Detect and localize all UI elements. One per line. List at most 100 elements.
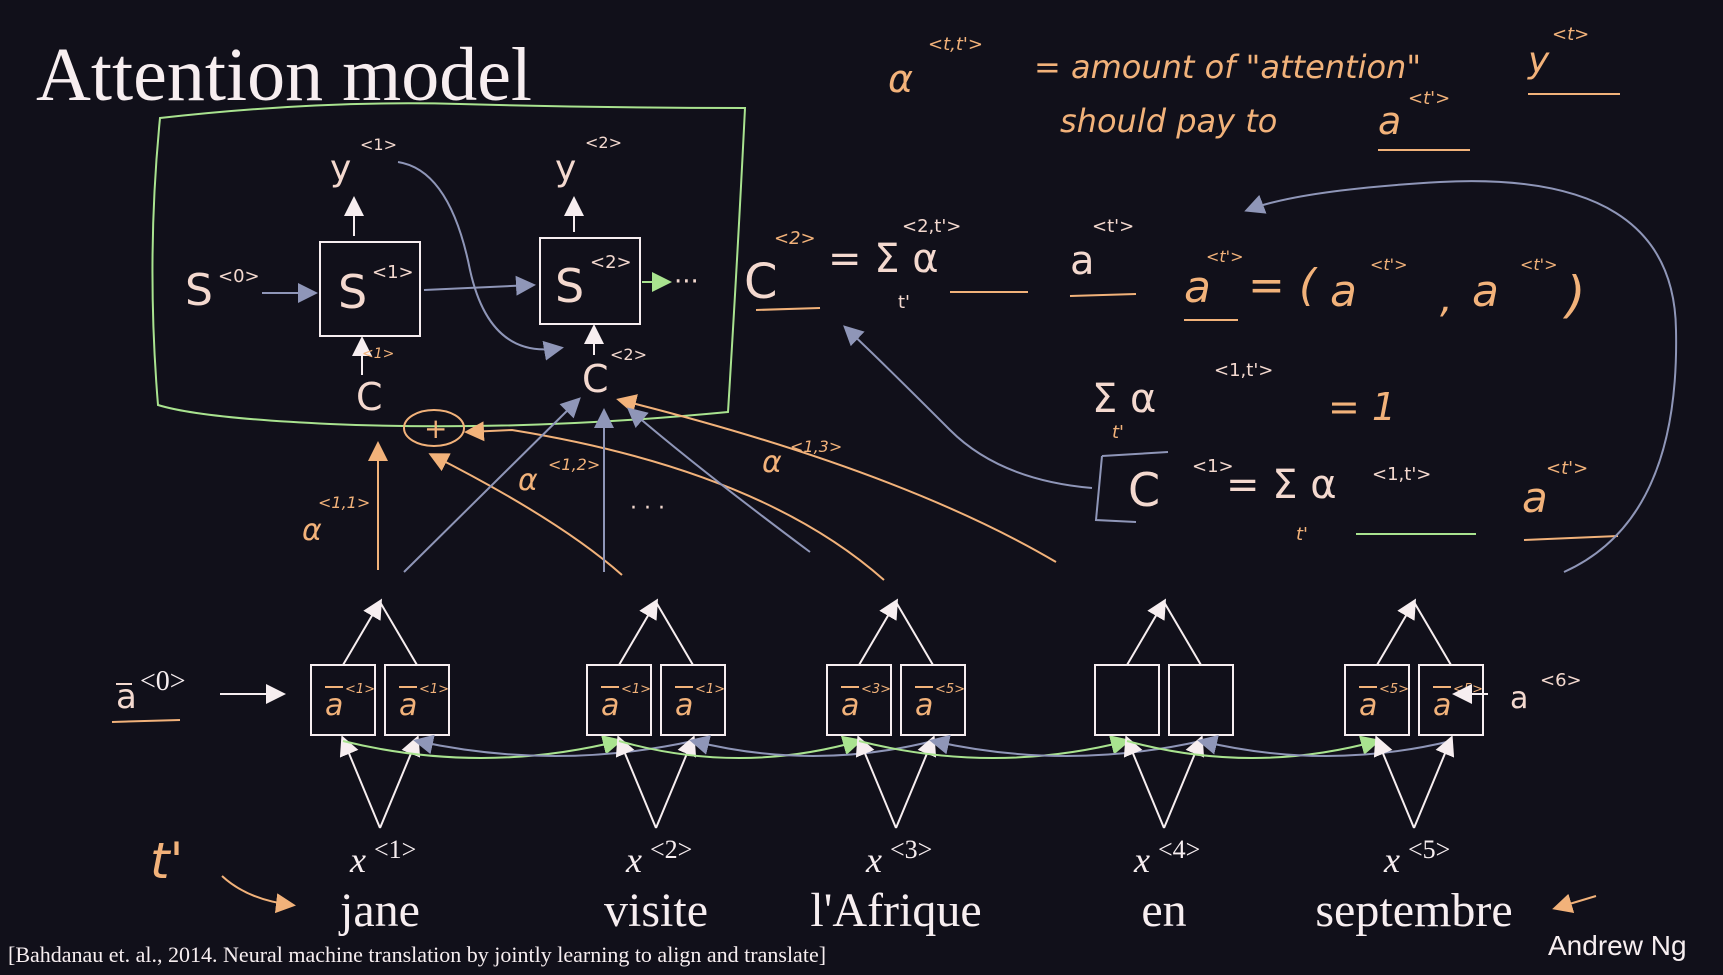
svg-text:t': t' (898, 292, 910, 313)
input-x-sup-5: <5> (1408, 835, 1450, 864)
c2-equation: C <2> = Σ α <2,t'> t' a <t'> (744, 216, 1137, 313)
mid-dots: · · · (630, 496, 665, 521)
svg-text:<t'>: <t'> (1206, 247, 1243, 266)
input-x-sup-2: <2> (650, 835, 692, 864)
decoder-cell-s1 (319, 241, 421, 337)
alpha13-sup: <1,3> (790, 437, 842, 456)
cell-fwd-sup-5: <5> (1379, 682, 1409, 697)
a0-label: a (116, 677, 137, 717)
alpha12-label: α (518, 463, 538, 498)
sum-to-one-equation: Σ α <1,t'> t' = 1 (1092, 360, 1396, 443)
svg-text:= amount of "attention": = amount of "attention" (1034, 48, 1421, 86)
cell-bwd-sup-1: <1> (419, 682, 449, 697)
t-prime-arrow (221, 875, 296, 914)
forward-recurrence-2 (618, 735, 863, 759)
s2-label: S (555, 259, 584, 313)
cell-fwd-sup-1: <1> (345, 682, 375, 697)
input-x-sup-3: <3> (890, 835, 932, 864)
blue-arrow-3 (626, 407, 811, 553)
y2-sup: <2> (585, 133, 622, 152)
svg-text:t': t' (1112, 422, 1124, 443)
up-arrow-bwd-3 (895, 601, 934, 666)
up-arrow-fwd-4 (1126, 598, 1167, 666)
svg-text:<t'>: <t'> (1370, 255, 1407, 274)
cell-fwd-sup-3: <3> (861, 682, 891, 697)
in-arrow-bwd-5 (1413, 735, 1455, 829)
up-arrow-bwd-2 (655, 601, 694, 666)
cell-bwd-sup-2: <1> (695, 682, 725, 697)
cell-fwd-label-3: a (841, 688, 859, 723)
a6-label: a (1510, 681, 1528, 716)
svg-text:<t>: <t> (1552, 24, 1589, 45)
svg-text:<t'>: <t'> (1408, 88, 1450, 109)
backward-recurrence-4 (1197, 735, 1452, 757)
cell-fwd-label-1: a (325, 688, 343, 723)
y1-label: y (330, 148, 351, 189)
in-arrow-fwd-5 (1373, 735, 1415, 829)
svg-text:<2,t'>: <2,t'> (902, 216, 961, 237)
input-x-sup-4: <4> (1158, 835, 1200, 864)
forward-recurrence-1 (342, 735, 623, 759)
svg-text:<t,t'>: <t,t'> (928, 34, 983, 55)
svg-text:C: C (1128, 463, 1160, 517)
cell-bwd-label-2: a (675, 688, 693, 723)
blue-arrow-1 (403, 397, 581, 573)
forward-recurrence-3 (858, 735, 1131, 759)
svg-text:S: S (185, 265, 213, 316)
alpha11-label: α (302, 513, 322, 548)
loop-arrow (1244, 180, 1678, 573)
cell-fwd-label-2: a (601, 688, 619, 723)
input-x-1: x (349, 840, 366, 880)
in-arrow-fwd-4 (1123, 735, 1165, 829)
input-word-1: jane (338, 884, 420, 937)
svg-text:<2>: <2> (774, 228, 816, 249)
svg-text:<1,t'>: <1,t'> (1372, 464, 1431, 485)
alpha-1-2-arrow (428, 453, 623, 576)
encoder-bwd-cell-4 (1168, 664, 1234, 736)
svg-text:<1,t'>: <1,t'> (1214, 360, 1273, 381)
s2-sup: <2> (590, 252, 632, 273)
encoder: a <0> a<1>a<1>x<1>janea<1>a<1>x<2>visite… (111, 598, 1597, 937)
a6-sup: <6> (1540, 670, 1582, 691)
input-x-5: x (1383, 840, 1400, 880)
input-x-2: x (625, 840, 642, 880)
svg-text:t': t' (1296, 524, 1308, 545)
c1-equation-box (1094, 451, 1169, 523)
input-word-2: visite (604, 884, 708, 937)
definition-note: α <t,t'> = amount of "attention" y <t> s… (888, 24, 1620, 151)
in-arrow-fwd-1 (339, 735, 381, 829)
svg-text:= 1: = 1 (1328, 385, 1396, 429)
a-t-equation: a <t'> = ( a <t'> , a <t'> ) (1184, 247, 1586, 324)
cell-bwd-label-3: a (915, 688, 933, 723)
decoder-s0: S <0> (185, 265, 260, 316)
svg-text:α: α (888, 57, 913, 101)
cell-bwd-label-5: a (1433, 688, 1451, 723)
svg-text:Σ α: Σ α (1092, 376, 1156, 422)
svg-text:a: a (1378, 99, 1401, 143)
alpha-1-5-arrow (616, 394, 1057, 563)
c2-label: C (582, 357, 609, 401)
svg-text:<0>: <0> (218, 266, 260, 287)
encoder-fwd-cell-4 (1094, 664, 1160, 736)
alpha11-sup: <1,1> (318, 493, 370, 512)
sum-plus: + (424, 412, 447, 445)
a0-sup: <0> (140, 666, 186, 697)
sum-node (403, 409, 465, 447)
up-arrow-fwd-1 (342, 598, 383, 666)
input-x-4: x (1133, 840, 1150, 880)
svg-text:C: C (744, 254, 778, 310)
alpha13-label: α (762, 445, 782, 480)
cell-fwd-sup-2: <1> (621, 682, 651, 697)
author: Andrew Ng (1548, 930, 1687, 961)
svg-text:a: a (1472, 266, 1499, 317)
up-arrow-fwd-2 (618, 598, 659, 666)
svg-text:): ) (1562, 266, 1586, 324)
alpha12-sup: <1,2> (548, 455, 600, 474)
svg-text:a: a (1522, 473, 1548, 522)
y1-sup: <1> (360, 135, 397, 154)
c1-equation: C <1> = Σ α <1,t'> t' a <t'> (1094, 451, 1619, 545)
input-x-3: x (865, 840, 882, 880)
in-arrow-fwd-2 (615, 735, 657, 829)
svg-text:should pay to: should pay to (1060, 102, 1277, 140)
backward-recurrence-2 (689, 735, 934, 757)
